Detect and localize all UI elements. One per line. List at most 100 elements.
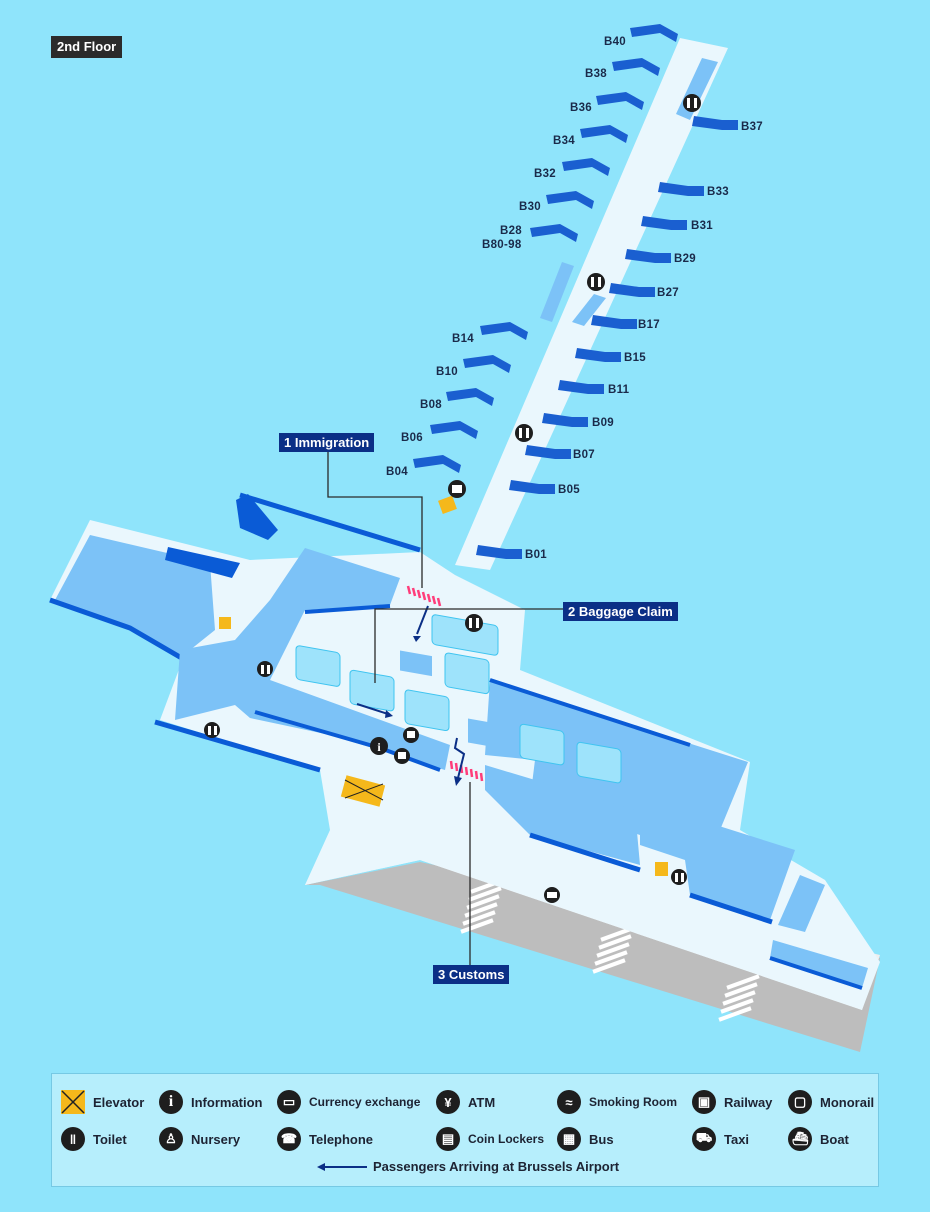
immigration-checkpoint [406, 585, 442, 607]
gate-b11-label: B11 [608, 384, 630, 396]
gate-b06-label: B06 [401, 432, 423, 444]
gate-b28-label: B28 [500, 225, 522, 237]
gate-b05-label: B05 [558, 484, 580, 496]
pier-b-building [572, 294, 606, 326]
building-block [400, 650, 432, 677]
toilet-icon [515, 424, 533, 442]
gate-b07-label: B07 [573, 449, 595, 461]
legend-item-toilet: ǁ Toilet [61, 1127, 127, 1151]
railway-icon: ▣ [692, 1090, 716, 1114]
legend: Elevator i Information ▭ Currency exchan… [51, 1073, 879, 1187]
legend-item-information: i Information [159, 1090, 263, 1114]
building-edge [49, 597, 187, 663]
legend-item-monorail: ▢ Monorail [788, 1090, 874, 1114]
building-edge [304, 604, 391, 614]
passenger-flow-arrow [356, 605, 466, 786]
building-block [778, 875, 825, 932]
legend-label: Passengers Arriving at Brussels Airport [373, 1159, 620, 1174]
gate-b15-label: B15 [624, 352, 646, 364]
floor-label: 2nd Floor [51, 36, 123, 58]
building-edge [489, 678, 691, 747]
gate-b08-label: B08 [420, 399, 442, 411]
toilet-icon [257, 661, 273, 677]
currency-exchange-icon: ▭ [277, 1090, 301, 1114]
bus-icon: ▦ [557, 1127, 581, 1151]
telephone-icon: ☎ [277, 1127, 301, 1151]
pier-b-building [540, 262, 574, 322]
gate-labels-right: B37 B33 B31 B29 B27 B17 B15 B11 B09 B07 … [525, 121, 763, 561]
legend-item-telephone: ☎ Telephone [277, 1127, 373, 1151]
svg-text:i: i [377, 740, 381, 754]
toilet-icon [671, 869, 687, 885]
building-edge [769, 956, 863, 990]
crosswalk [460, 878, 760, 1022]
gate-labels-left: B40 B38 B36 B34 B32 B30 B28 B80-98 B14 B… [386, 36, 626, 478]
gate-b01-label: B01 [525, 549, 547, 561]
arrow-left-icon [317, 1162, 367, 1171]
immigration-callout: 1 Immigration [279, 433, 375, 452]
building-block [485, 765, 640, 865]
legend-label: ATM [468, 1094, 496, 1110]
information-icon: i [159, 1090, 183, 1114]
legend-label: Currency exchange [309, 1095, 421, 1109]
legend-item-railway: ▣ Railway [692, 1090, 772, 1114]
gate-b31-label: B31 [691, 220, 713, 232]
legend-label: Railway [724, 1094, 773, 1110]
gate-b33-label: B33 [707, 186, 729, 198]
gate-b09-label: B09 [592, 417, 614, 429]
building-block [770, 940, 868, 988]
toilet-icon [587, 273, 605, 291]
legend-label: Telephone [309, 1131, 374, 1147]
building-edge [689, 892, 773, 925]
legend-label: Coin Lockers [468, 1132, 545, 1146]
coin-lockers-icon: ▤ [436, 1127, 460, 1151]
atm-icon [403, 727, 419, 743]
gate-b37-label: B37 [741, 121, 763, 133]
legend-item-taxi: ⛟ Taxi [692, 1127, 749, 1151]
baggage-claim-callout: 2 Baggage Claim [563, 602, 678, 621]
legend-label: Monorail [820, 1094, 875, 1110]
elevator-icon [340, 775, 386, 807]
information-icon: i [370, 737, 388, 755]
building-block [175, 548, 450, 770]
gate-b29-label: B29 [674, 253, 696, 265]
building-block [55, 535, 215, 658]
taxi-icon: ⛟ [692, 1127, 716, 1151]
legend-label: Nursery [191, 1131, 241, 1147]
legend-item-currency-exchange: ▭ Currency exchange [277, 1090, 420, 1114]
gate-b04-label: B04 [386, 466, 408, 478]
building-block [640, 805, 795, 920]
customs-callout: 3 Customs [433, 965, 510, 984]
callout-leader-lines [327, 451, 563, 965]
gate-b36-label: B36 [570, 102, 592, 114]
legend-item-passenger-flow: Passengers Arriving at Brussels Airport [317, 1159, 619, 1174]
legend-label: Taxi [724, 1131, 750, 1147]
gate-b14-label: B14 [452, 333, 474, 345]
nursery-icon: ♙ [159, 1127, 183, 1151]
gate-b34-label: B34 [553, 135, 575, 147]
monorail-icon: ▢ [788, 1090, 812, 1114]
legend-label: Boat [820, 1131, 849, 1147]
gate-b27-label: B27 [657, 287, 679, 299]
elevator-icon [655, 862, 668, 876]
atm-icon [448, 480, 466, 498]
gate-b17-label: B17 [638, 319, 660, 331]
gate-b38-label: B38 [585, 68, 607, 80]
toilet-icon [683, 94, 701, 112]
legend-label: Toilet [93, 1131, 127, 1147]
taxi-icon [544, 887, 560, 903]
smoking-room-icon: ≈ [557, 1090, 581, 1114]
legend-item-smoking-room: ≈ Smoking Room [557, 1090, 677, 1114]
gate-b80-98-label: B80-98 [482, 239, 522, 251]
atm-icon: ¥ [436, 1090, 460, 1114]
legend-item-bus: ▦ Bus [557, 1127, 614, 1151]
building-block [236, 494, 278, 540]
toilet-icon [204, 722, 220, 738]
gate-b30-label: B30 [519, 201, 541, 213]
toilet-icon [465, 614, 483, 632]
building-edge [239, 492, 421, 553]
legend-label: Information [191, 1094, 263, 1110]
gate-piers-left [413, 24, 678, 473]
legend-item-elevator: Elevator [61, 1090, 144, 1114]
